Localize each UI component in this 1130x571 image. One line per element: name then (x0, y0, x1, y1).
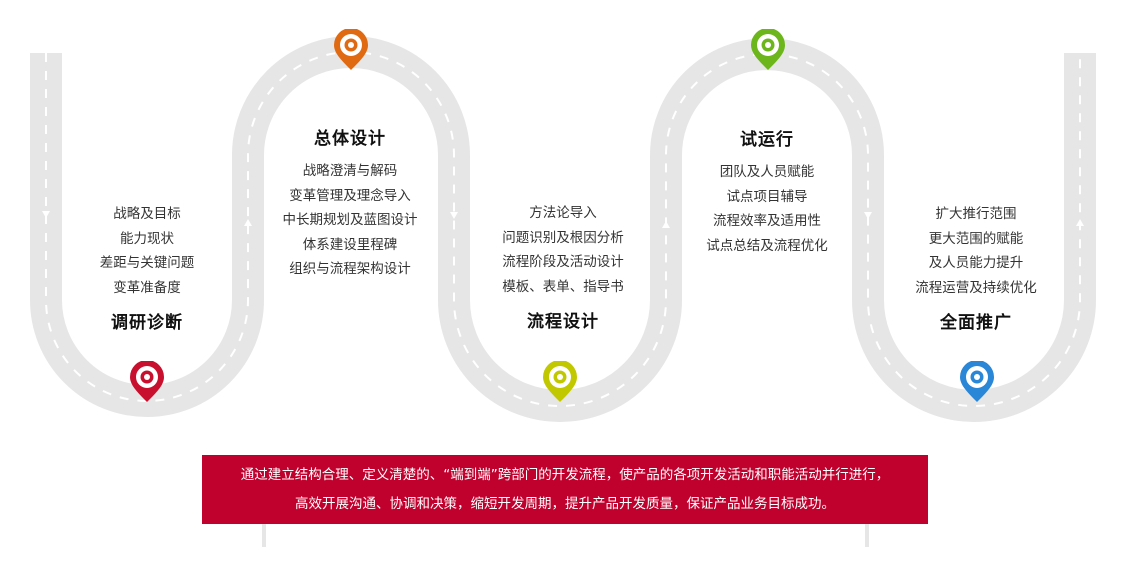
stage-item: 扩大推行范围 (935, 206, 1017, 222)
stage-item: 更大范围的赋能 (928, 230, 1024, 247)
banner-post-right (865, 524, 869, 547)
location-pin-icon (130, 361, 164, 402)
stage-research-diagnosis: 战略及目标 能力现状 差距与关键问题 变革准备度 调研诊断 (42, 202, 252, 333)
stage-item: 问题识别及根因分析 (502, 229, 624, 246)
stage-item: 及人员能力提升 (928, 255, 1024, 271)
stage-title: 试运行 (740, 130, 794, 150)
stage-item: 流程运营及持续优化 (915, 279, 1037, 296)
stage-trial-run: 试运行 团队及人员赋能 试点项目辅导 流程效率及适用性 试点总结及流程优化 (662, 125, 872, 258)
stage-item: 流程效率及适用性 (713, 213, 821, 229)
stage-item: 变革管理及理念导入 (289, 187, 411, 204)
location-pin-icon (543, 361, 577, 402)
summary-banner: 通过建立结构合理、定义清楚的、“端到端”跨部门的开发流程，使产品的各项开发活动和… (202, 455, 928, 524)
stage-full-rollout: 扩大推行范围 更大范围的赋能 及人员能力提升 流程运营及持续优化 全面推广 (871, 202, 1081, 333)
location-pin-icon (960, 361, 994, 402)
stage-overall-design: 总体设计 战略澄清与解码 变革管理及理念导入 中长期规划及蓝图设计 体系建设里程… (245, 124, 455, 282)
stage-title: 流程设计 (527, 312, 599, 332)
stage-title: 调研诊断 (111, 313, 183, 333)
location-pin-icon (751, 29, 785, 70)
stage-item: 方法论导入 (529, 205, 597, 221)
stage-item: 体系建设里程碑 (302, 236, 398, 253)
banner-line: 通过建立结构合理、定义清楚的、“端到端”跨部门的开发流程，使产品的各项开发活动和… (240, 466, 890, 483)
stage-title: 全面推广 (940, 313, 1012, 333)
stage-item: 变革准备度 (113, 279, 181, 296)
stage-item: 试点总结及流程优化 (706, 237, 828, 254)
stage-process-design: 方法论导入 问题识别及根因分析 流程阶段及活动设计 模板、表单、指导书 流程设计 (458, 201, 668, 332)
stage-item: 组织与流程架构设计 (289, 261, 411, 277)
stage-title: 总体设计 (314, 129, 386, 149)
stage-item: 能力现状 (120, 230, 174, 247)
stage-item: 试点项目辅导 (726, 188, 808, 205)
stage-item: 流程阶段及活动设计 (502, 254, 624, 270)
stage-item: 差距与关键问题 (99, 255, 195, 271)
stage-item: 团队及人员赋能 (719, 164, 815, 180)
stage-item: 战略及目标 (113, 206, 181, 222)
banner-post-left (262, 524, 266, 547)
stage-item: 战略澄清与解码 (302, 163, 398, 179)
location-pin-icon (334, 29, 368, 70)
stage-item: 中长期规划及蓝图设计 (282, 212, 418, 228)
stage-item: 模板、表单、指导书 (502, 278, 624, 295)
banner-line: 高效开展沟通、协调和决策，缩短开发周期，提升产品开发质量，保证产品业务目标成功。 (295, 495, 835, 512)
